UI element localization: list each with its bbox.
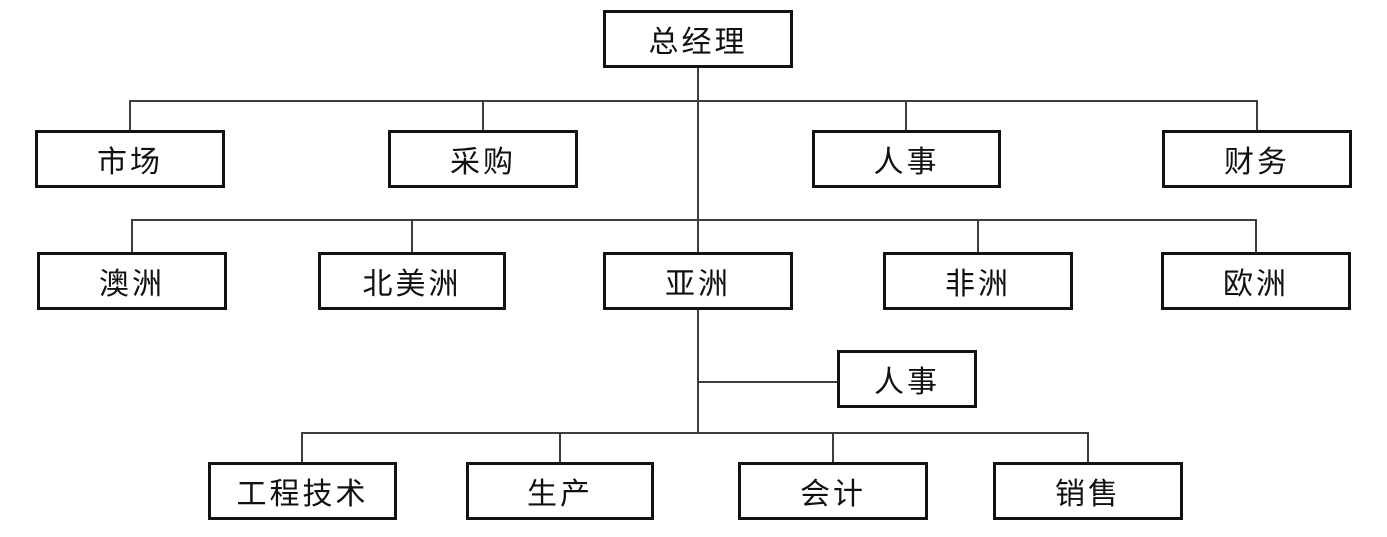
- connector-level2-rail: [129, 100, 1258, 102]
- connector-drop-procurement: [482, 100, 484, 130]
- org-node-africa: 非洲: [883, 252, 1073, 310]
- connector-drop-sales: [1087, 432, 1089, 462]
- org-node-accounting: 会计: [738, 462, 928, 520]
- org-node-north-america: 北美洲: [318, 252, 506, 310]
- connector-drop-finance: [1256, 100, 1258, 130]
- connector-drop-production: [559, 432, 561, 462]
- org-node-australia: 澳洲: [37, 252, 227, 310]
- connector-drop-north-america: [411, 219, 413, 252]
- org-node-sales: 销售: [993, 462, 1183, 520]
- org-node-asia-hr: 人事: [837, 350, 977, 408]
- org-node-general-manager: 总经理: [603, 10, 793, 68]
- org-node-production: 生产: [466, 462, 654, 520]
- org-node-hr: 人事: [812, 130, 1001, 188]
- connector-branch-asia-hr: [698, 381, 837, 383]
- org-node-procurement: 采购: [388, 130, 578, 188]
- connector-drop-europe: [1255, 219, 1257, 252]
- org-node-engineering: 工程技术: [208, 462, 397, 520]
- connector-drop-engineering: [301, 432, 303, 462]
- connector-drop-africa: [977, 219, 979, 252]
- org-node-asia: 亚洲: [603, 252, 793, 310]
- connector-drop-hr: [905, 100, 907, 130]
- connector-level5-rail: [301, 432, 1088, 434]
- org-node-finance: 财务: [1162, 130, 1352, 188]
- connector-drop-accounting: [832, 432, 834, 462]
- connector-trunk-upper: [697, 68, 699, 252]
- connector-level3-rail: [131, 219, 1257, 221]
- connector-drop-market: [129, 100, 131, 130]
- org-node-market: 市场: [35, 130, 225, 188]
- connector-drop-australia: [131, 219, 133, 252]
- org-node-europe: 欧洲: [1161, 252, 1351, 310]
- connector-trunk-lower: [697, 310, 699, 433]
